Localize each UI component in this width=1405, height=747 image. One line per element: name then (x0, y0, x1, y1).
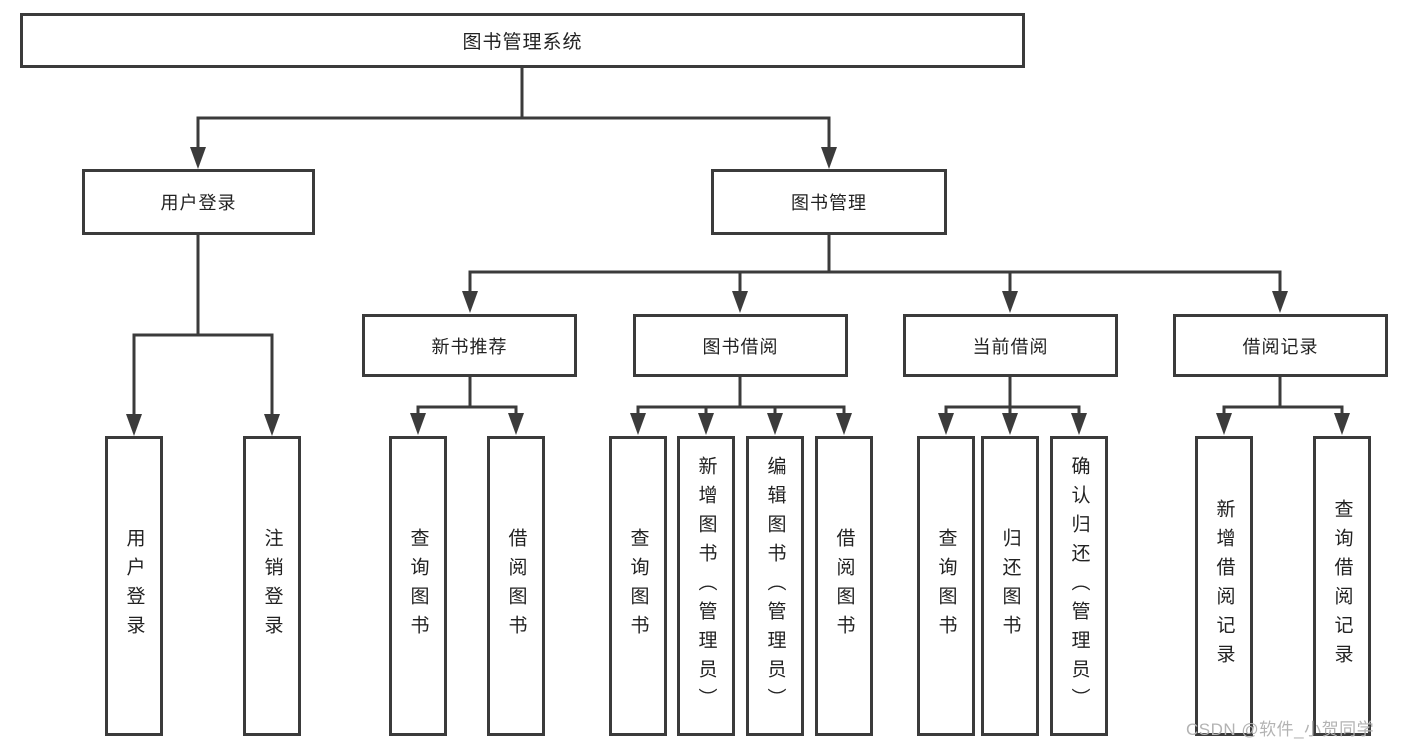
arrowhead-leaf (938, 413, 954, 435)
connector-user-login-children (126, 235, 280, 436)
arrowhead-leaf (630, 413, 646, 435)
node-current-borrowing: 当前借阅 (903, 314, 1118, 377)
arrowhead-leaf (410, 413, 426, 435)
connector-root-to-level2 (190, 67, 837, 169)
connector-book-borrowing-children (630, 377, 852, 435)
node-book-borrowing: 图书借阅 (633, 314, 848, 377)
arrowhead-level3 (1002, 291, 1018, 313)
connector-borrow-records-children (1216, 377, 1350, 435)
node-user-login: 用户登录 (82, 169, 315, 235)
leaf-query-books-current: 查询图书 (917, 436, 975, 736)
leaf-return-books: 归还图书 (981, 436, 1039, 736)
connector-book-management-children (462, 235, 1288, 313)
connector-current-borrowing-children (938, 377, 1087, 435)
leaf-query-books-recommend: 查询图书 (389, 436, 447, 736)
leaf-add-borrow-record: 新增借阅记录 (1195, 436, 1253, 736)
leaf-query-borrow-record: 查询借阅记录 (1313, 436, 1371, 736)
arrowhead-book-management (821, 147, 837, 169)
arrowhead-level3 (732, 291, 748, 313)
arrowhead-leaf (767, 413, 783, 435)
node-borrowing-records: 借阅记录 (1173, 314, 1388, 377)
node-new-book-recommendation: 新书推荐 (362, 314, 577, 377)
leaf-query-books-borrowing: 查询图书 (609, 436, 667, 736)
node-library-management-system: 图书管理系统 (20, 13, 1025, 68)
arrowhead-leaf (836, 413, 852, 435)
arrowhead-leaf (1002, 413, 1018, 435)
arrowhead-leaf (1334, 413, 1350, 435)
leaf-logout: 注销登录 (243, 436, 301, 736)
arrowhead-leaf (1216, 413, 1232, 435)
node-book-management: 图书管理 (711, 169, 947, 235)
leaf-borrow-books-borrowing: 借阅图书 (815, 436, 873, 736)
arrowhead-user-login (190, 147, 206, 169)
arrowhead-leaf (698, 413, 714, 435)
csdn-watermark: CSDN @软件_小贺同学 (1186, 720, 1375, 739)
arrowhead-leaf (264, 414, 280, 436)
connector-new-book-children (410, 377, 524, 435)
arrowhead-level3 (1272, 291, 1288, 313)
leaf-confirm-return-admin: 确认归还（管理员） (1050, 436, 1108, 736)
leaf-borrow-books-recommend: 借阅图书 (487, 436, 545, 736)
leaf-add-books-admin: 新增图书（管理员） (677, 436, 735, 736)
leaf-edit-books-admin: 编辑图书（管理员） (746, 436, 804, 736)
arrowhead-leaf (1071, 413, 1087, 435)
arrowhead-leaf (126, 414, 142, 436)
arrowhead-level3 (462, 291, 478, 313)
arrowhead-leaf (508, 413, 524, 435)
leaf-user-login: 用户登录 (105, 436, 163, 736)
